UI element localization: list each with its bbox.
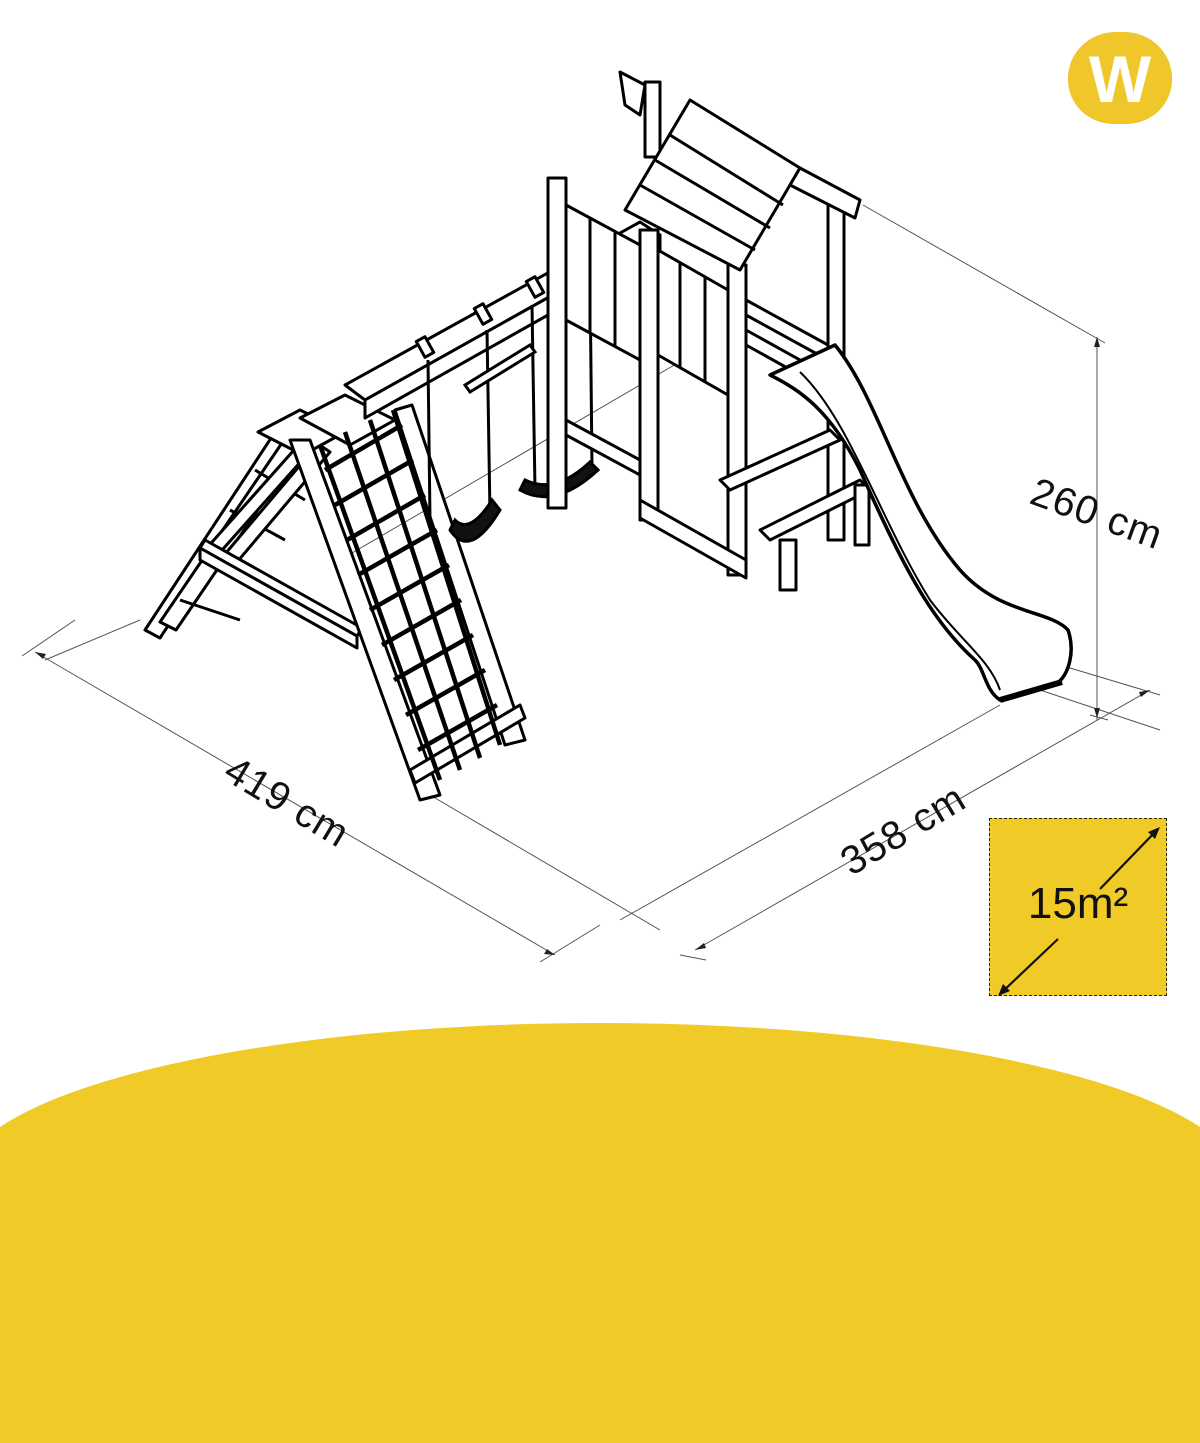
area-badge: 15m² (989, 818, 1167, 996)
playset-drawing (21, 70, 1161, 963)
area-value: 15m² (1027, 879, 1129, 928)
product-dimension-diagram: 419 cm 358 cm 260 cm W 15m² (0, 32, 1200, 1443)
brand-logo: W (1068, 32, 1172, 124)
swings (426, 274, 601, 543)
dimension-lines (21, 204, 1161, 963)
climbing-net (317, 409, 503, 781)
wave-slide (768, 343, 1073, 703)
play-tower (546, 70, 872, 592)
brand-logo-letter: W (1088, 42, 1152, 116)
diagonal-arrow-icon (998, 827, 1160, 996)
dimension-arrows (35, 337, 1150, 955)
climbing-frame (143, 393, 527, 802)
